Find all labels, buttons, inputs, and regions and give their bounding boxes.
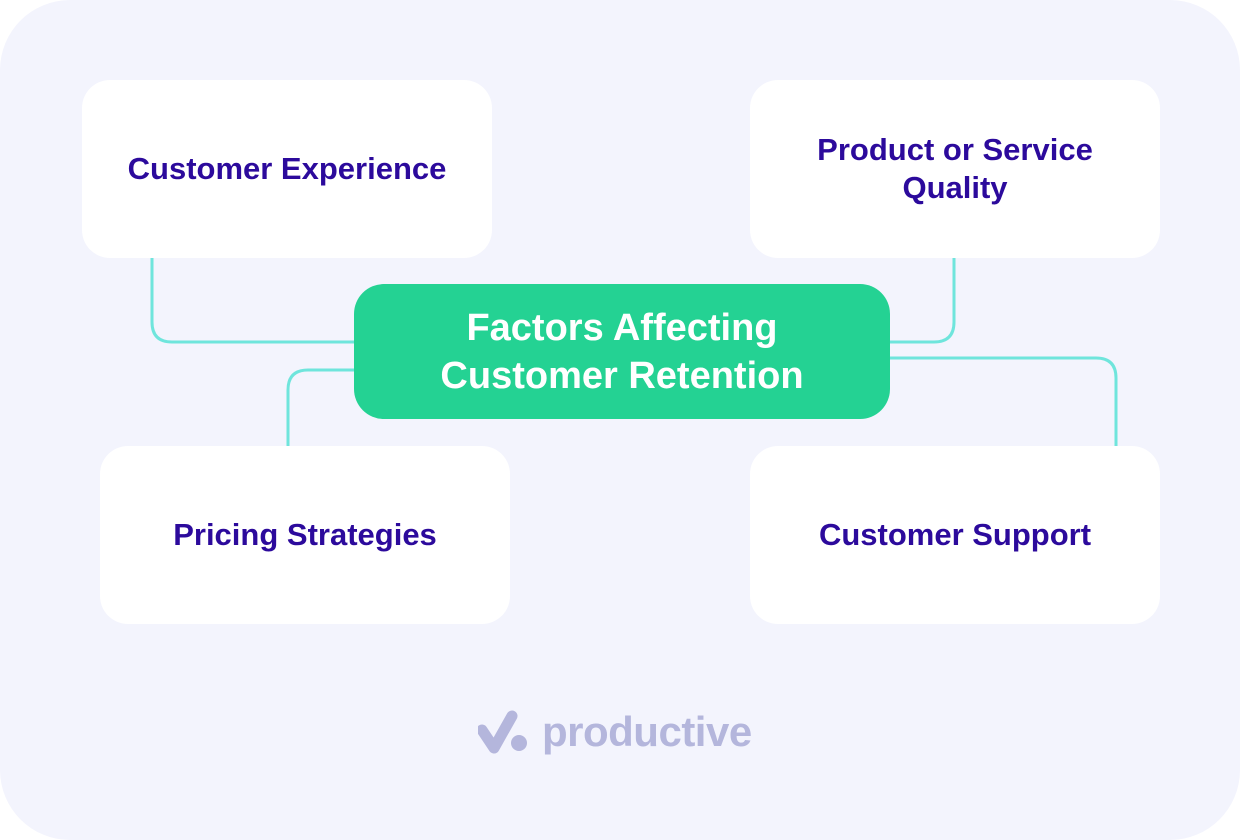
node-pricing-strategies: Pricing Strategies <box>100 446 510 624</box>
node-label: Customer Experience <box>127 151 447 186</box>
productive-logo-icon <box>478 710 527 754</box>
node-customer-experience: Customer Experience <box>82 80 492 258</box>
brand-name: productive <box>542 708 752 755</box>
node-label: Product or Service Quality <box>817 132 1093 205</box>
node-customer-support: Customer Support <box>750 446 1160 624</box>
connector-product-quality <box>888 258 956 344</box>
center-label: Factors Affecting Customer Retention <box>440 306 804 397</box>
center-node: Factors Affecting Customer Retention <box>354 284 890 419</box>
node-label: Customer Support <box>818 517 1092 552</box>
connector-customer-experience <box>150 258 356 344</box>
node-label: Pricing Strategies <box>173 517 437 552</box>
brand-logo: productive <box>478 706 752 758</box>
connector-pricing-strategies <box>286 368 356 446</box>
node-product-quality: Product or Service Quality <box>750 80 1160 258</box>
connector-customer-support <box>888 356 1118 446</box>
